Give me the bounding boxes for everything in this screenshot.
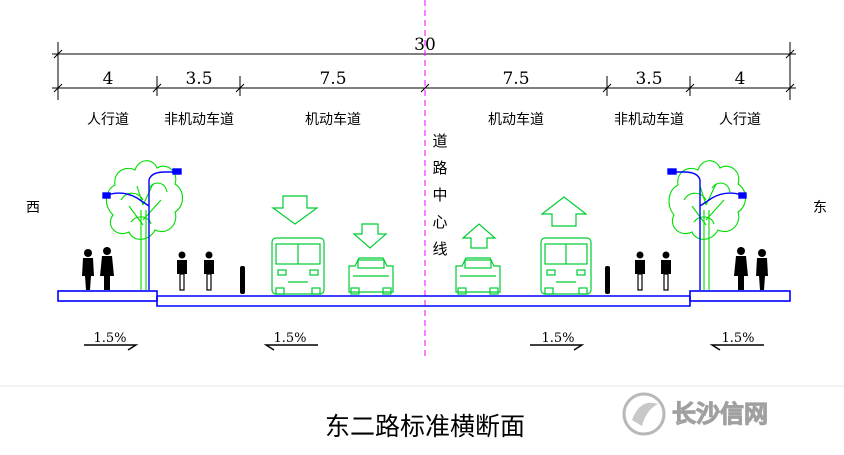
slope-label: 1.5%	[273, 331, 306, 346]
lane-label-sidewalk-west: 人行道	[87, 112, 129, 128]
lane-label-bike-east: 非机动车道	[614, 111, 684, 128]
slope-label: 1.5%	[541, 331, 574, 346]
centerline-char: 路	[432, 159, 447, 177]
dim-segment-5: 3.5	[635, 69, 662, 89]
slope-label: 1.5%	[721, 331, 754, 346]
lane-label-sidewalk-east: 人行道	[719, 112, 761, 128]
drawing-title: 东二路标准横断面	[325, 412, 525, 441]
slope-marker-3: 1.5%	[530, 331, 585, 351]
pedestrian-icon	[734, 247, 748, 290]
bollard-icon	[605, 266, 610, 294]
pedestrian-icon	[756, 249, 768, 290]
bollard-icon	[240, 266, 245, 294]
watermark-logo: 长沙信网	[622, 392, 769, 436]
tree-icon	[102, 160, 184, 290]
centerline-char: 心	[432, 213, 447, 231]
cyclist-icon	[635, 251, 645, 291]
pedestrian-icon	[82, 249, 94, 290]
lane-label-motor-east: 机动车道	[488, 111, 544, 128]
street-lamp-icon	[102, 168, 182, 290]
arrow-down-icon	[352, 223, 388, 249]
dim-segment-2: 3.5	[185, 69, 212, 89]
direction-east-label: 东	[813, 200, 827, 216]
centerline-char: 中	[432, 186, 447, 204]
dim-segment-1: 4	[103, 69, 114, 89]
arrow-up-icon	[540, 196, 588, 227]
centerline-label: 道 路 中 心 线	[432, 132, 447, 258]
centerline-char: 道	[432, 132, 447, 150]
direction-west-label: 西	[26, 200, 40, 216]
arrow-down-icon	[271, 195, 319, 225]
street-lamp-icon	[667, 168, 747, 290]
dim-segment-3: 7.5	[319, 69, 346, 89]
cyclist-icon	[204, 251, 214, 291]
road-surface	[57, 290, 791, 307]
cyclist-icon	[661, 251, 671, 291]
slope-marker-2: 1.5%	[263, 331, 318, 351]
car-icon	[348, 257, 394, 295]
lane-label-bike-west: 非机动车道	[164, 111, 234, 128]
dim-segment-6: 4	[735, 69, 746, 89]
bus-icon	[540, 237, 592, 295]
tree-icon	[667, 160, 747, 290]
lane-label-motor-west: 机动车道	[305, 111, 361, 128]
centerline-char: 线	[432, 240, 447, 258]
cyclist-icon	[177, 251, 187, 291]
car-icon	[455, 257, 501, 295]
arrow-up-icon	[461, 223, 497, 249]
pedestrian-icon	[100, 247, 114, 290]
dimension-lines	[52, 42, 796, 100]
slope-marker-1: 1.5%	[84, 331, 139, 351]
dim-segment-4: 7.5	[502, 69, 529, 89]
bus-icon	[271, 237, 325, 295]
watermark-text: 长沙信网	[672, 400, 768, 428]
slope-marker-4: 1.5%	[709, 331, 764, 351]
slope-label: 1.5%	[93, 331, 126, 346]
